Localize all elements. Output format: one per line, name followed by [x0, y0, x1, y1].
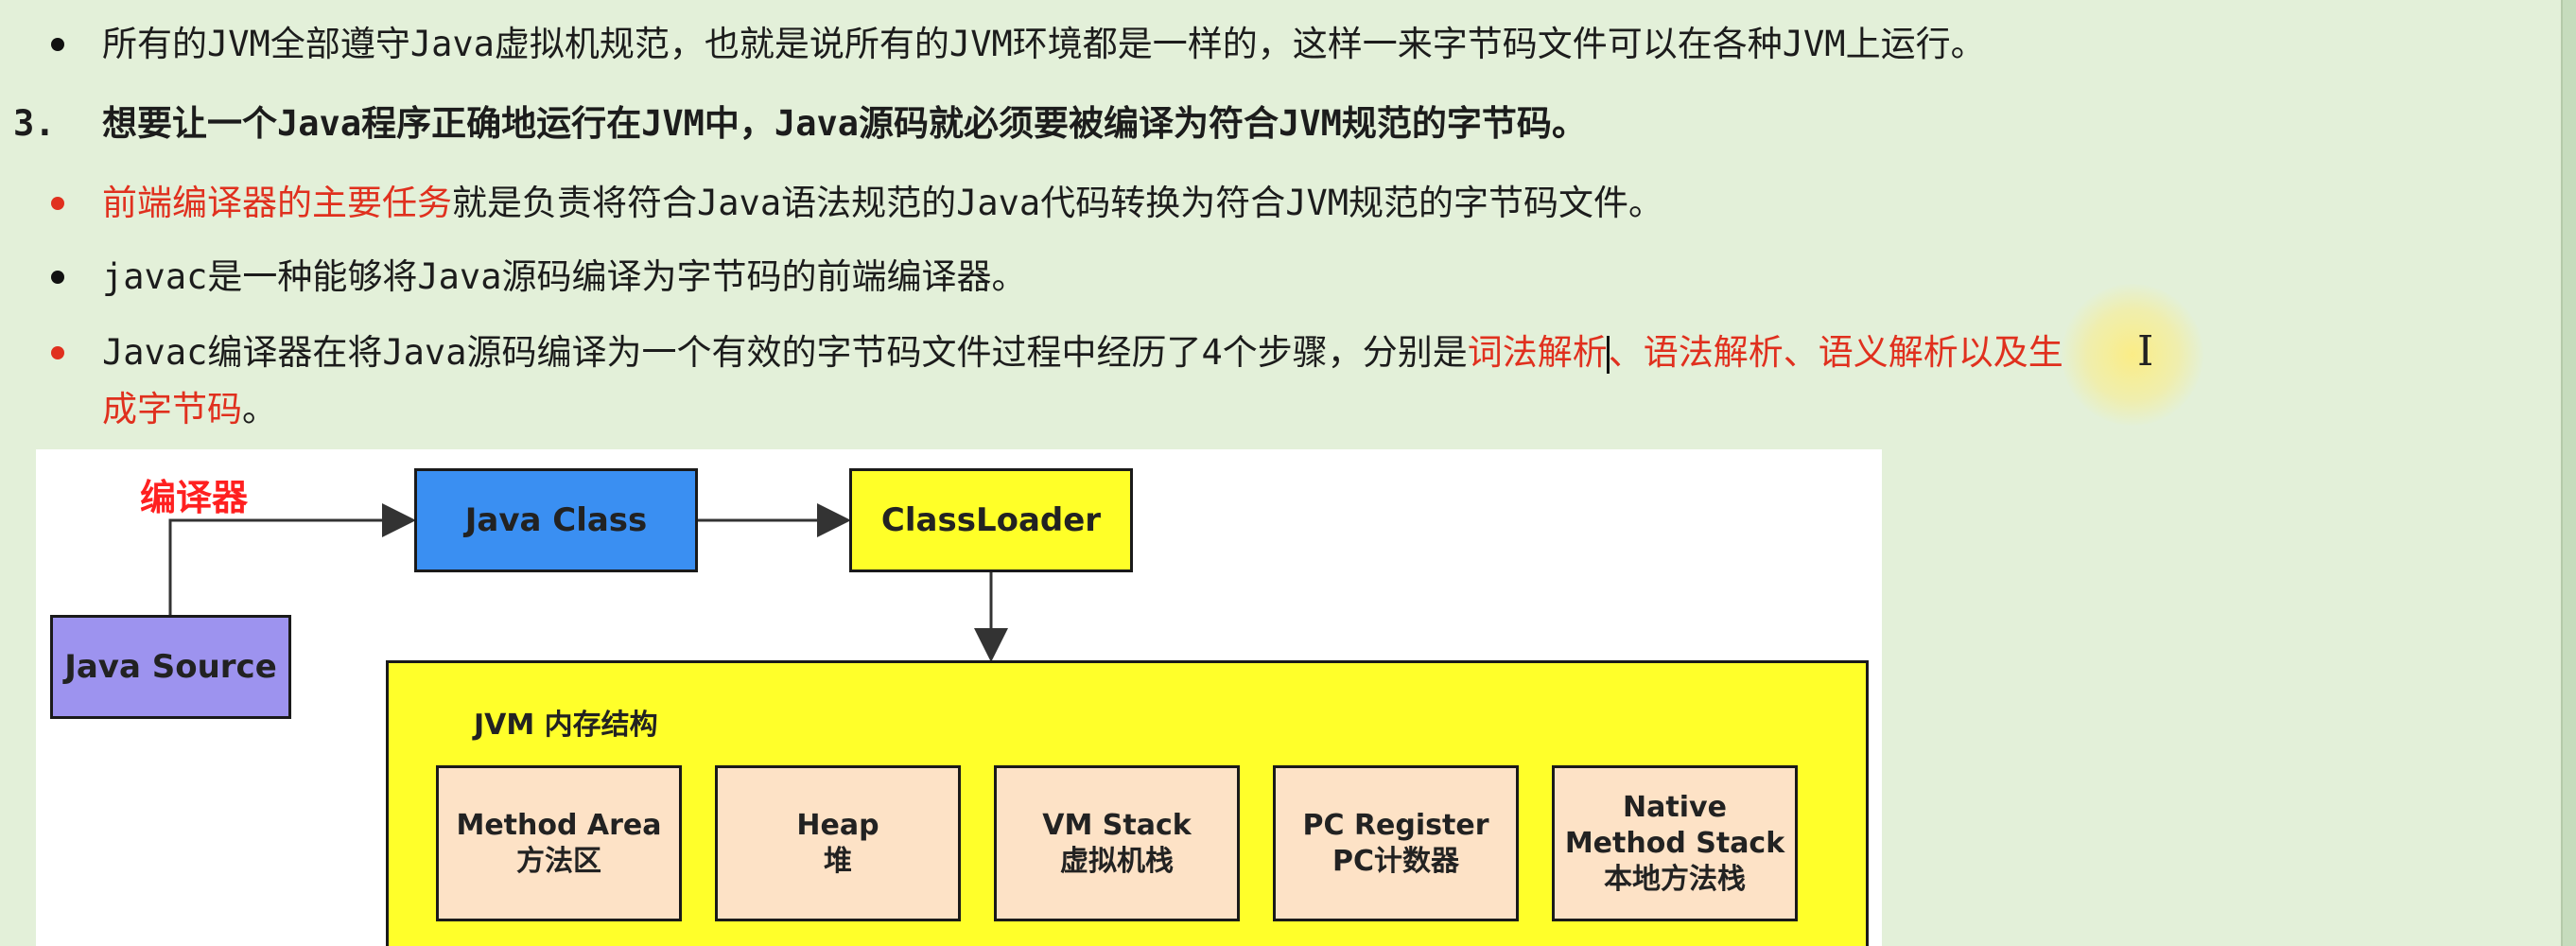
compiler-label: 编译器	[140, 477, 249, 518]
classloader-box: ClassLoader	[849, 468, 1133, 572]
memory-label-en: Method Area	[456, 808, 662, 842]
bullet-dot	[51, 346, 64, 359]
red-term-frontend-compiler: 前端编译器	[102, 183, 277, 223]
memory-label-zh: 方法区	[516, 844, 601, 878]
red-term-lexical: 词法解析	[1467, 332, 1608, 373]
java-source-box: Java Source	[50, 615, 291, 719]
memory-heap: Heap 堆	[715, 765, 961, 921]
memory-label-zh: 堆	[824, 844, 852, 878]
bullet-dot	[51, 197, 64, 210]
item-number: 3.	[13, 103, 56, 144]
connector: 的	[277, 183, 312, 223]
steps-intro: Javac编译器在将Java源码编译为一个有效的字节码文件过程中经历了4个步骤，…	[102, 332, 1468, 373]
jvm-memory-structure: JVM 内存结构 Method Area 方法区 Heap 堆 VM Stack…	[386, 660, 1869, 946]
memory-native-method-stack: Native Method Stack 本地方法栈	[1552, 765, 1798, 921]
memory-label-en: PC Register	[1302, 808, 1489, 842]
memory-label-en: Heap	[796, 808, 879, 842]
bullet-javac-text: javac是一种能够将Java源码编译为字节码的前端编译器。	[102, 256, 1027, 297]
bullet-steps-text[interactable]: Javac编译器在将Java源码编译为一个有效的字节码文件过程中经历了4个步骤，…	[102, 320, 2063, 386]
memory-label-zh: PC计数器	[1332, 844, 1459, 878]
steps-continued: 成字节码。	[102, 377, 277, 443]
jvm-diagram: 编译器 Java Class ClassLoader Java Source J…	[36, 449, 1882, 946]
item-3-text: 想要让一个Java程序正确地运行在JVM中，Java源码就必须要被编译为符合JV…	[102, 103, 1587, 144]
arrow-source-to-class	[168, 503, 416, 615]
diagram-arrows	[168, 503, 1008, 662]
bullet-dot	[51, 38, 64, 51]
bullet-frontend-text: 前端编译器的主要任务就是负责将符合Java语法规范的Java代码转换为符合JVM…	[102, 170, 1663, 236]
memory-label-en-2: Method Stack	[1564, 826, 1785, 860]
jvm-memory-title: JVM 内存结构	[474, 709, 658, 742]
java-class-box: Java Class	[414, 468, 698, 572]
memory-label-en: Native	[1623, 790, 1727, 824]
cursor-highlight	[2062, 284, 2203, 426]
period: 。	[242, 389, 277, 429]
bullet-frontend-rest: 就是负责将符合Java语法规范的Java代码转换为符合JVM规范的字节码文件。	[452, 183, 1664, 223]
memory-label-en: VM Stack	[1042, 808, 1192, 842]
text-caret	[1606, 335, 1610, 374]
memory-method-area: Method Area 方法区	[436, 765, 682, 921]
memory-label-zh: 本地方法栈	[1604, 862, 1746, 896]
bullet-dot	[51, 271, 64, 284]
memory-vm-stack: VM Stack 虚拟机栈	[994, 765, 1240, 921]
bullet-text-1: 所有的JVM全部遵守Java虚拟机规范，也就是说所有的JVM环境都是一样的，这样…	[102, 24, 1986, 64]
memory-pc-register: PC Register PC计数器	[1273, 765, 1519, 921]
right-scroll-edge	[2561, 0, 2576, 946]
red-term-bytecode: 成字节码	[102, 389, 242, 429]
text-ibeam-icon: I	[2137, 327, 2154, 376]
red-term-main-task: 主要任务	[312, 183, 452, 223]
red-term-steps: 、语法解析、语义解析以及生	[1608, 332, 2063, 373]
memory-label-zh: 虚拟机栈	[1060, 844, 1174, 878]
